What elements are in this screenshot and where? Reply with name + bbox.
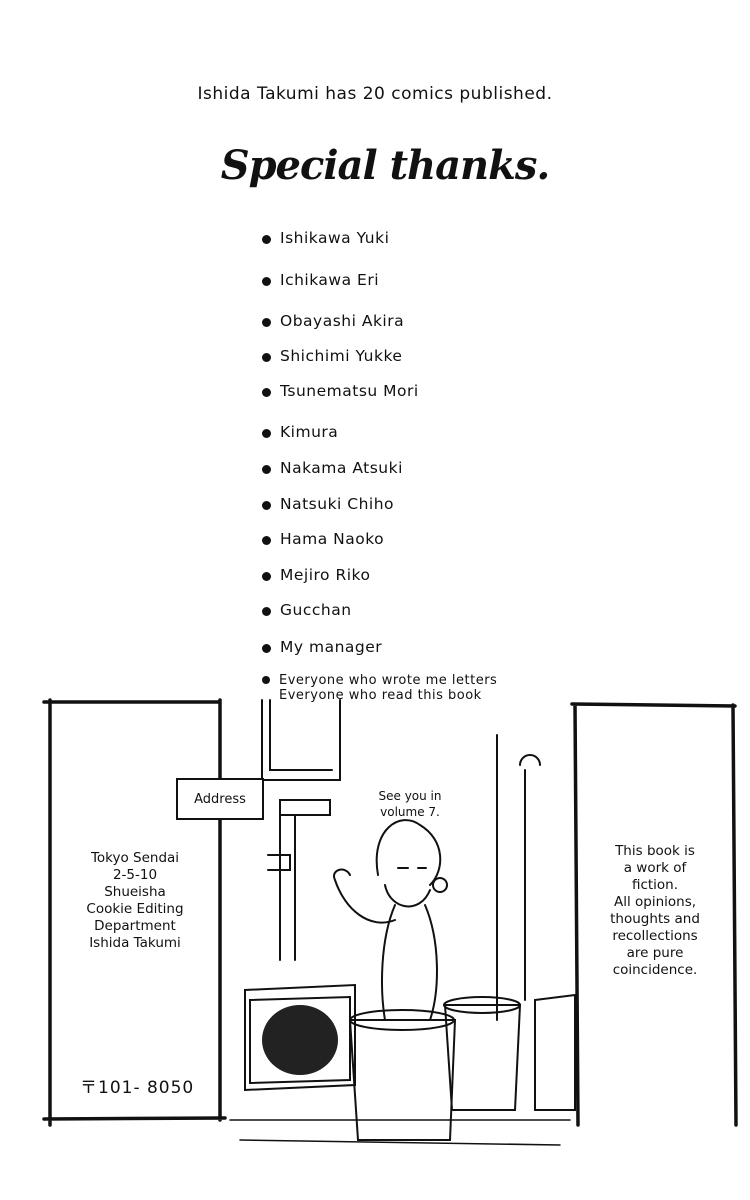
- disclaimer-line: thoughts and: [610, 911, 700, 927]
- bullet-icon: [262, 429, 271, 438]
- thanks-name: Tsunematsu Mori: [280, 382, 419, 400]
- thanks-name: Ishikawa Yuki: [280, 229, 390, 247]
- disclaimer-line: All opinions,: [613, 894, 697, 910]
- disclaimer-line: recollections: [612, 928, 698, 944]
- list-item: Gucchan: [262, 601, 352, 619]
- list-item: Shichimi Yukke: [262, 347, 402, 365]
- thanks-name: Nakama Atsuki: [280, 459, 403, 477]
- disclaimer-line: are pure: [626, 945, 684, 961]
- address-line: 2-5-10: [112, 867, 158, 883]
- list-item: Hama Naoko: [262, 530, 384, 548]
- list-item: Mejiro Riko: [262, 566, 370, 584]
- list-item: Obayashi Akira: [262, 312, 404, 330]
- disclaimer-block: This book is a work of fiction. All opin…: [580, 843, 730, 979]
- address-line: Cookie Editing: [86, 901, 184, 917]
- disclaimer-line: This book is: [615, 843, 695, 859]
- thanks-name: Everyone who wrote me letters: [279, 673, 498, 688]
- thanks-name: Ichikawa Eri: [280, 271, 379, 289]
- disclaimer-line: a work of: [623, 860, 687, 876]
- bullet-icon: [262, 676, 270, 684]
- thanks-name: My manager: [280, 638, 383, 656]
- thanks-name: Kimura: [280, 423, 339, 441]
- bullet-icon: [262, 277, 271, 286]
- address-line: Shueisha: [104, 884, 166, 900]
- bullet-icon: [262, 536, 271, 545]
- speech-line: See you in: [378, 789, 442, 803]
- list-item: Kimura: [262, 423, 338, 441]
- list-item: Tsunematsu Mori: [262, 382, 419, 400]
- disclaimer-line: fiction.: [631, 877, 679, 893]
- address-block: Tokyo Sendai 2-5-10 Shueisha Cookie Edit…: [60, 850, 210, 952]
- headline: Ishida Takumi has 20 comics published.: [197, 84, 553, 104]
- bullet-icon: [262, 644, 271, 653]
- bullet-icon: [262, 235, 271, 244]
- disclaimer-line: coincidence.: [612, 962, 698, 978]
- list-item: Ichikawa Eri: [262, 271, 379, 289]
- bullet-icon: [262, 572, 271, 581]
- bullet-icon: [262, 388, 271, 397]
- speech-bubble-text: See you in volume 7.: [355, 788, 465, 820]
- address-label-box: Address: [176, 778, 264, 820]
- bullet-icon: [262, 607, 271, 616]
- special-thanks-title: Special thanks.: [220, 142, 551, 189]
- bullet-icon: [262, 353, 271, 362]
- address-line: Tokyo Sendai: [90, 850, 180, 866]
- thanks-name: Shichimi Yukke: [280, 347, 403, 365]
- list-item: My manager: [262, 638, 382, 656]
- thanks-name: Everyone who read this book: [279, 688, 482, 703]
- list-item: Ishikawa Yuki: [262, 229, 389, 247]
- thanks-name: Hama Naoko: [280, 530, 385, 548]
- thanks-name: Natsuki Chiho: [280, 495, 395, 513]
- thanks-name: Gucchan: [280, 601, 352, 619]
- speech-line: volume 7.: [380, 805, 440, 819]
- address-label: Address: [194, 791, 246, 807]
- bullet-icon: [262, 501, 271, 510]
- thanks-name: Obayashi Akira: [280, 312, 405, 330]
- bullet-icon: [262, 465, 271, 474]
- address-line: Ishida Takumi: [89, 935, 181, 951]
- bullet-icon: [262, 318, 271, 327]
- address-line: Department: [94, 918, 176, 934]
- list-item: Natsuki Chiho: [262, 495, 394, 513]
- thanks-name: Mejiro Riko: [280, 566, 371, 584]
- postal-code: 〒101- 8050: [80, 1078, 195, 1098]
- list-item: Nakama Atsuki: [262, 459, 403, 477]
